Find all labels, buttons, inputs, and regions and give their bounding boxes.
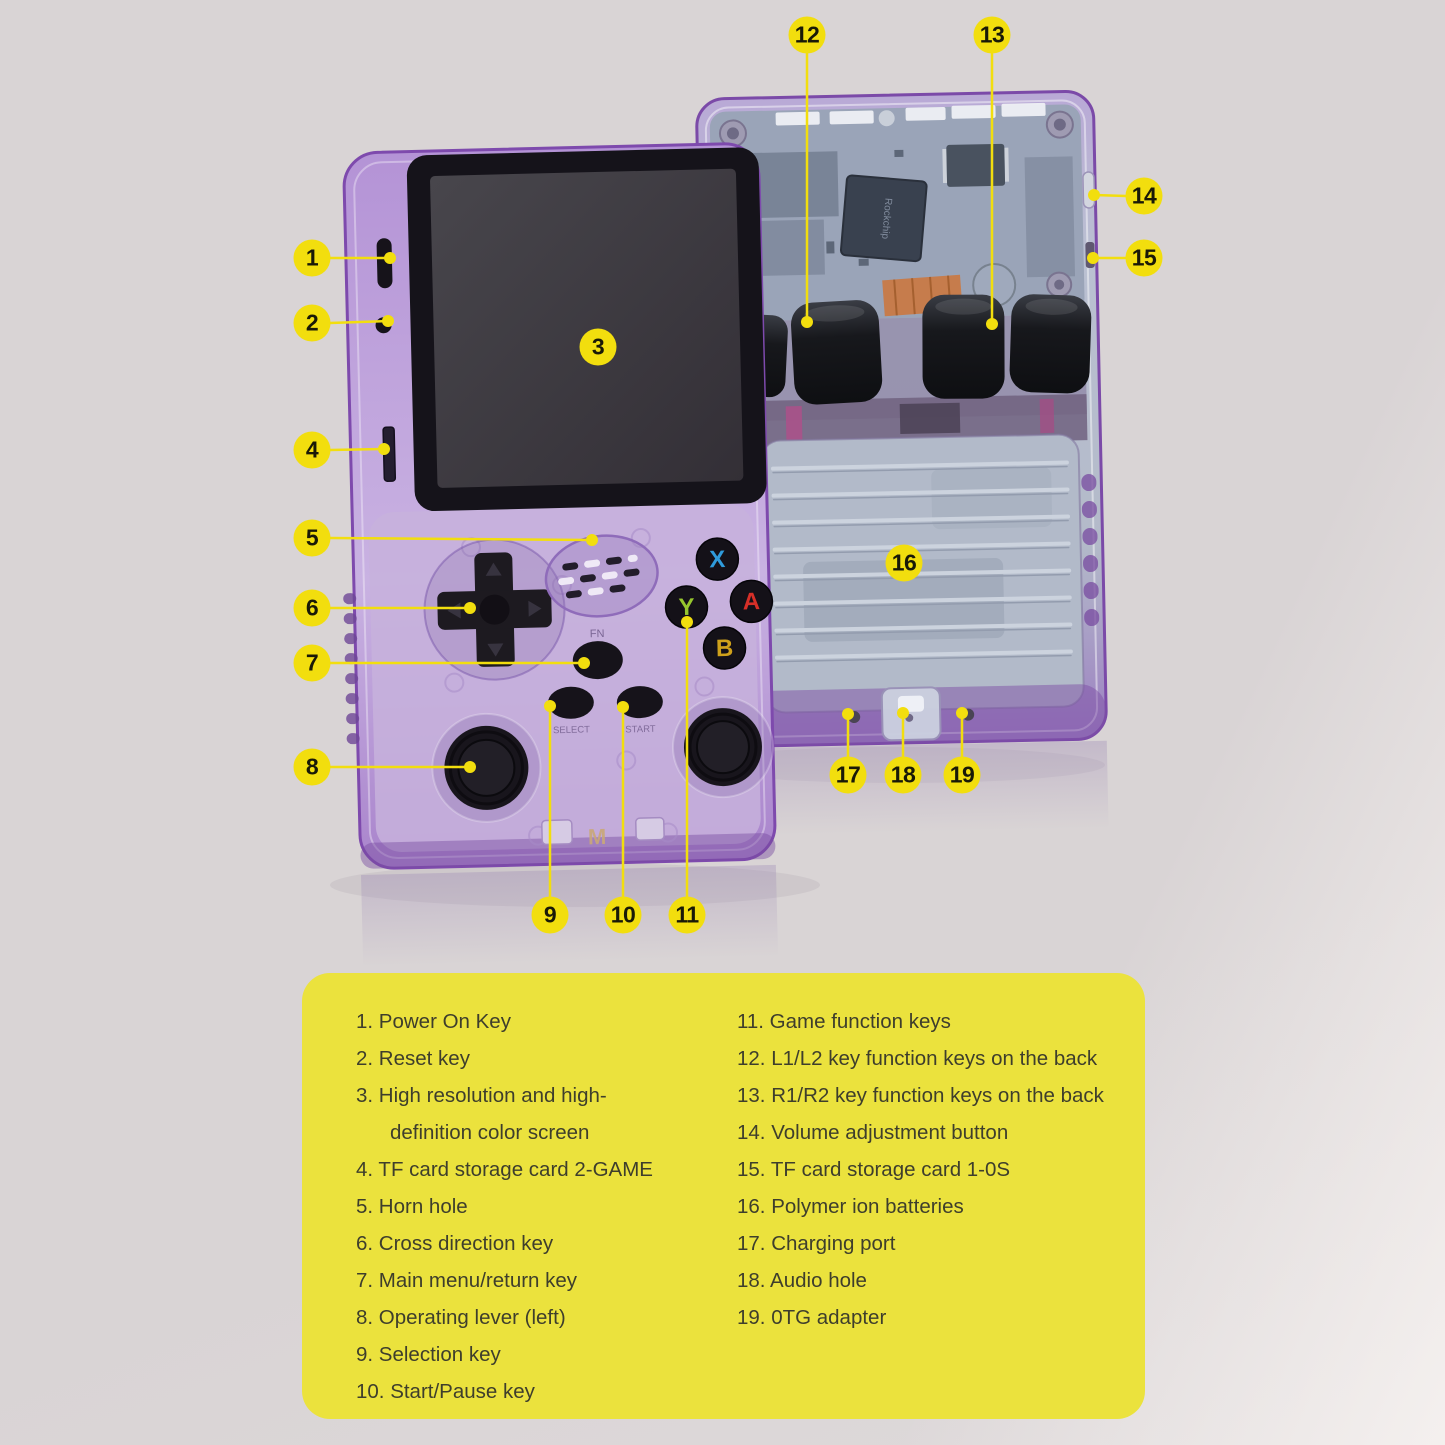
callout-badge-19: 19 <box>943 756 981 794</box>
fn-button <box>572 641 623 680</box>
callout-badge-18: 18 <box>884 756 922 794</box>
legend-item: 12. L1/L2 key function keys on the back <box>737 1047 1098 1070</box>
legend-item: 18. Audio hole <box>737 1269 867 1292</box>
front-device: X Y A B FN SELECT START <box>342 142 779 965</box>
legend-item: 17. Charging port <box>737 1232 896 1255</box>
bottom-connector <box>541 819 573 846</box>
select-label: SELECT <box>553 724 590 736</box>
start-button <box>616 686 663 719</box>
front-reflection <box>360 864 779 965</box>
callout-badge-12: 12 <box>788 16 826 54</box>
chip-label: Rockchip <box>879 198 893 240</box>
callout-badge-10: 10 <box>604 896 642 934</box>
rockchip-chip: Rockchip <box>839 174 928 263</box>
legend-item: 10. Start/Pause key <box>356 1380 535 1403</box>
start-label: START <box>625 724 656 736</box>
callout-badge-6: 6 <box>293 589 331 627</box>
button-b: B <box>702 626 747 670</box>
callout-badge-13: 13 <box>973 16 1011 54</box>
callout-badge-15: 15 <box>1125 239 1163 277</box>
grip-ridges-left <box>343 593 360 745</box>
kickstand-tab <box>880 686 942 742</box>
legend-item: 14. Volume adjustment button <box>737 1121 1009 1144</box>
leader-dots <box>378 189 1100 773</box>
legend-item: 5. Horn hole <box>356 1195 468 1218</box>
callout-badge-9: 9 <box>531 896 569 934</box>
button-x: X <box>695 537 740 581</box>
legend-item: 4. TF card storage card 2-GAME <box>356 1158 653 1181</box>
legend-item: 9. Selection key <box>356 1343 501 1366</box>
legend-box: 1. Power On Key 2. Reset key 3. High res… <box>302 973 1145 1419</box>
button-b-label: B <box>716 635 734 662</box>
screw <box>718 119 747 148</box>
legend-item: 8. Operating lever (left) <box>356 1306 566 1329</box>
callout-badge-8: 8 <box>293 748 331 786</box>
legend-item: 1. Power On Key <box>356 1010 511 1033</box>
screen <box>430 168 744 488</box>
callout-badge-11: 11 <box>668 896 706 934</box>
brand-logo: M <box>588 824 607 849</box>
legend-column-right: 11. Game function keys 12. L1/L2 key fun… <box>737 1003 1137 1419</box>
shoulder-button-r2 <box>922 294 1005 399</box>
button-x-label: X <box>709 546 726 573</box>
callout-badge-16: 16 <box>885 544 923 582</box>
callout-badge-7: 7 <box>293 644 331 682</box>
callout-badge-5: 5 <box>293 519 331 557</box>
legend-item: 3. High resolution and high- definition … <box>356 1084 607 1144</box>
screw <box>1045 110 1074 139</box>
dpad <box>423 538 566 681</box>
power-button <box>376 238 393 289</box>
callout-badge-17: 17 <box>829 756 867 794</box>
pcb-area: Rockchip <box>709 102 1085 322</box>
legend-item: 16. Polymer ion batteries <box>737 1195 964 1218</box>
legend-item: 7. Main menu/return key <box>356 1269 578 1292</box>
legend-item: 15. TF card storage card 1-0S <box>737 1158 1011 1181</box>
button-a-label: A <box>742 588 760 615</box>
button-a: A <box>729 579 774 624</box>
callout-badge-1: 1 <box>293 239 331 277</box>
grip-ridges-right <box>1081 474 1100 627</box>
legend-item: 19. 0TG adapter <box>737 1306 887 1329</box>
inner-components-band <box>715 394 1088 448</box>
fn-label: FN <box>590 628 605 640</box>
legend-item: 6. Cross direction key <box>356 1232 554 1255</box>
callout-badge-14: 14 <box>1125 177 1163 215</box>
callout-badge-4: 4 <box>293 431 331 469</box>
legend-item: 13. R1/R2 key function keys on the back <box>737 1084 1104 1107</box>
button-y-label: Y <box>678 594 695 621</box>
callout-badge-3: 3 <box>579 328 617 366</box>
select-button <box>547 686 594 719</box>
device-illustration: Rockchip <box>329 53 1127 965</box>
bottom-connector <box>635 816 665 841</box>
legend-item: 11. Game function keys <box>737 1010 951 1033</box>
legend-column-left: 1. Power On Key 2. Reset key 3. High res… <box>356 1003 737 1419</box>
shoulder-button-l2 <box>790 300 883 405</box>
right-joystick <box>671 696 774 799</box>
left-joystick <box>431 712 542 823</box>
callout-badge-2: 2 <box>293 304 331 342</box>
battery-cover <box>759 433 1085 714</box>
shoulder-button-r1 <box>1009 294 1092 394</box>
legend-item: 2. Reset key <box>356 1047 470 1070</box>
screw <box>1046 271 1073 298</box>
front-bottom-edge <box>360 833 776 869</box>
